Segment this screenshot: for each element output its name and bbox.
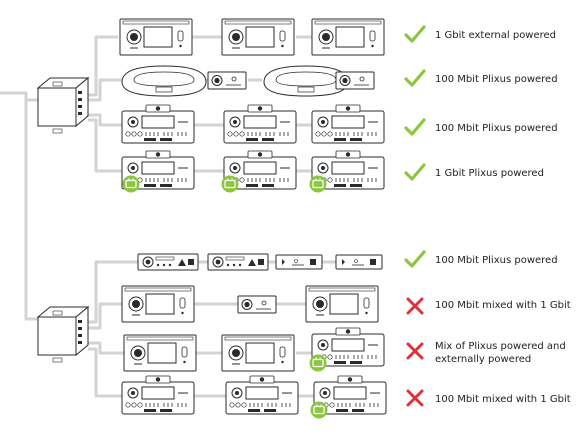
- flush-microphone-unit: [237, 295, 277, 314]
- cross-icon: [406, 297, 424, 315]
- row-7-devices: [123, 327, 385, 373]
- network-cables: [0, 35, 350, 398]
- touchscreen-unit: [221, 334, 295, 372]
- touchscreen-unit: [123, 334, 197, 372]
- row-6-devices: [121, 285, 379, 323]
- row-8-devices: [121, 375, 387, 420]
- touchscreen-unit: [221, 18, 295, 56]
- touchscreen-unit: [119, 18, 193, 56]
- console-unit: [121, 104, 195, 144]
- plixus-power-badge-icon: [121, 174, 141, 194]
- row-caption: 100 Mbit Plixus powered: [435, 74, 558, 85]
- plixus-power-badge-icon: [308, 174, 328, 194]
- plixus-power-badge-icon: [220, 174, 240, 194]
- flush-microphone-unit: [207, 71, 247, 90]
- touchscreen-unit: [305, 285, 379, 323]
- console-unit: [121, 375, 195, 415]
- touchscreen-unit: [311, 18, 385, 56]
- cross-icon: [406, 389, 424, 407]
- check-icon: [404, 69, 426, 87]
- flush-microphone-unit: [335, 71, 375, 90]
- row-caption: Mix of Plixus powered and externally pow…: [435, 341, 566, 365]
- check-icon: [404, 118, 426, 136]
- row-5-devices: [137, 253, 383, 271]
- check-icon: [404, 25, 426, 43]
- row-caption: 100 Mbit Plixus powered: [435, 123, 558, 134]
- row-4-devices: [121, 150, 385, 194]
- dome-microphone-unit: [121, 65, 207, 97]
- plixus-power-badge-icon: [308, 353, 328, 373]
- console-unit: [223, 104, 297, 144]
- check-icon: [404, 250, 426, 268]
- row-caption: 100 Mbit mixed with 1 Gbit: [435, 394, 571, 405]
- plixus-power-badge-icon: [309, 400, 329, 420]
- row-3-devices: [121, 104, 385, 144]
- row-caption: 100 Mbit Plixus powered: [435, 255, 558, 266]
- console-unit: [225, 375, 299, 415]
- check-icon: [404, 163, 426, 181]
- row-caption: 100 Mbit mixed with 1 Gbit: [435, 300, 571, 311]
- network-switch-bottom: [37, 306, 89, 363]
- row-caption: 1 Gbit external powered: [435, 30, 557, 41]
- flush-control-unit: [137, 253, 199, 271]
- flush-control-unit: [207, 253, 269, 271]
- console-unit: [311, 104, 385, 144]
- network-switch-top: [37, 77, 89, 134]
- dome-microphone-unit: [263, 65, 349, 97]
- row-1-devices: [119, 18, 385, 56]
- cross-icon: [406, 342, 424, 360]
- flush-small-unit: [275, 254, 323, 270]
- touchscreen-unit: [121, 285, 195, 323]
- row-caption: 1 Gbit Plixus powered: [435, 168, 544, 179]
- flush-small-unit: [335, 254, 383, 270]
